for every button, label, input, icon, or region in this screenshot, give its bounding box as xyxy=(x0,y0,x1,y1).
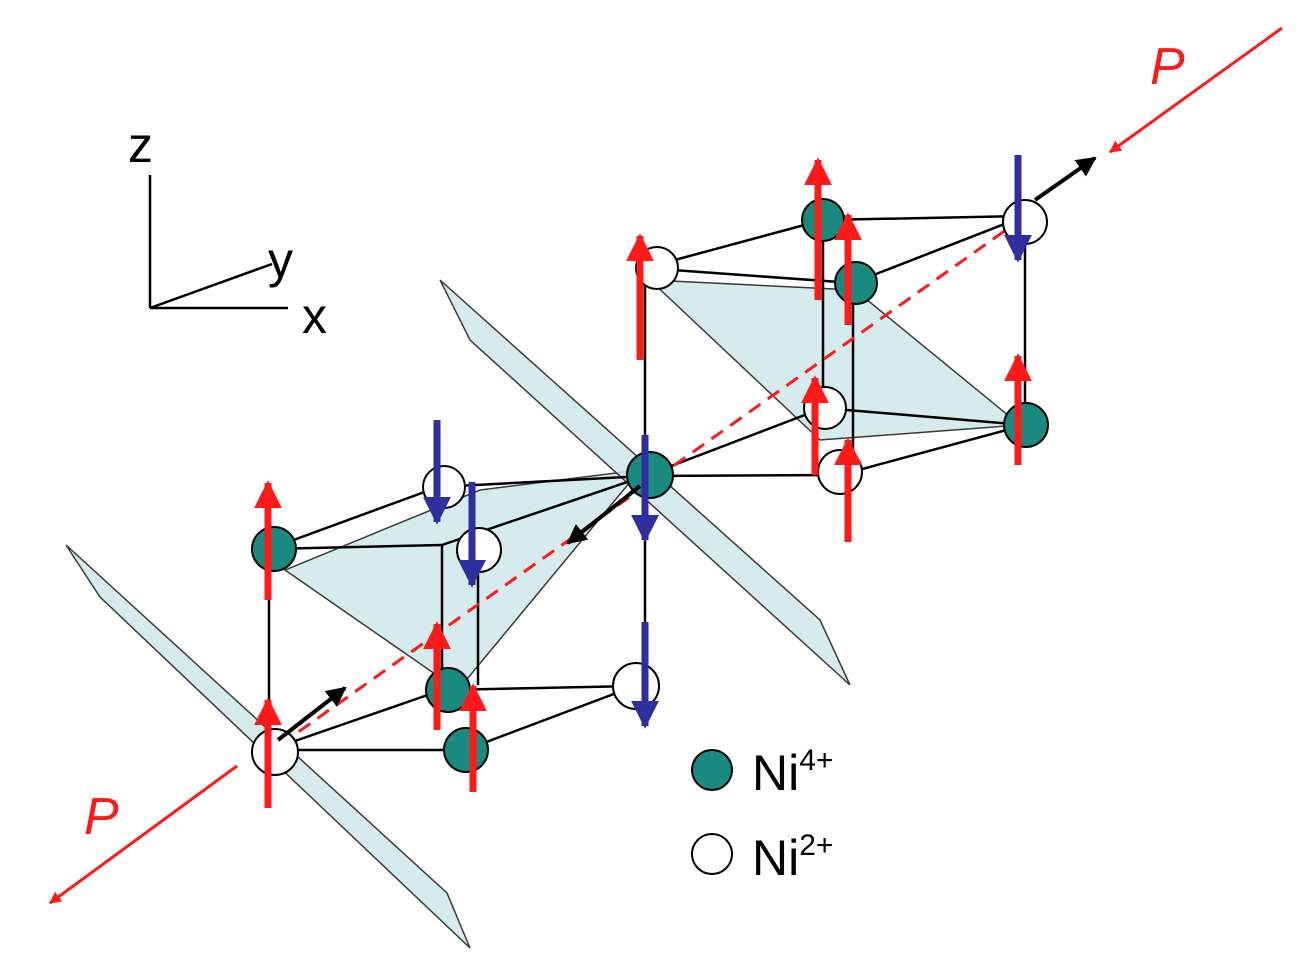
ni2-atom xyxy=(251,728,299,776)
ni2-atom xyxy=(817,449,863,495)
bond xyxy=(822,214,1026,222)
polarization-arrow-top xyxy=(1109,26,1283,154)
legend-ni2-symbol xyxy=(691,833,733,875)
ni2-atom xyxy=(612,662,660,710)
bond xyxy=(268,688,443,752)
ni4-atom xyxy=(443,727,489,773)
legend: Ni4+ Ni2+ xyxy=(691,744,833,886)
coordinate-axes xyxy=(148,175,288,310)
legend-ni4-symbol xyxy=(691,749,733,791)
polarization-label-top: P xyxy=(1150,38,1185,96)
bond xyxy=(644,473,841,478)
legend-ni4-label: Ni4+ xyxy=(752,744,833,801)
bond xyxy=(464,684,636,752)
polarization-arrow-bottom xyxy=(49,764,238,905)
lattice-planes xyxy=(65,279,1022,949)
ni4-atom xyxy=(425,667,471,713)
ni4-atom xyxy=(251,526,297,572)
axis-label-y: y xyxy=(268,232,293,288)
ni4-atom xyxy=(801,198,845,242)
bond xyxy=(839,423,1026,477)
polarization-axis-dashed xyxy=(279,218,1021,747)
bond xyxy=(268,485,439,551)
legend-ni2-label: Ni2+ xyxy=(752,829,833,886)
ni4-atom xyxy=(1003,402,1049,448)
plane-left-middle xyxy=(283,469,642,692)
polarization-label-bottom: P xyxy=(84,788,119,846)
ni4-atom xyxy=(834,261,878,305)
axis-label-x: x xyxy=(302,288,327,344)
displacement-arrows xyxy=(276,156,1097,742)
ni2-atom xyxy=(1002,199,1048,245)
ni2-atom xyxy=(803,386,847,430)
axis-label-z: z xyxy=(128,117,153,173)
displacement-arrow xyxy=(566,484,642,545)
displacement-arrow xyxy=(1033,156,1097,202)
y-axis-line xyxy=(149,262,273,310)
spin-down-arrows xyxy=(423,155,1032,729)
displacement-arrow xyxy=(276,686,347,742)
spin-up-arrows xyxy=(254,157,1032,808)
polarization-arrows xyxy=(49,26,1283,905)
bond xyxy=(822,406,1026,427)
bond xyxy=(852,214,1026,285)
bond xyxy=(268,543,443,551)
ni2-atom xyxy=(456,527,502,573)
ni2-atom xyxy=(422,465,466,509)
